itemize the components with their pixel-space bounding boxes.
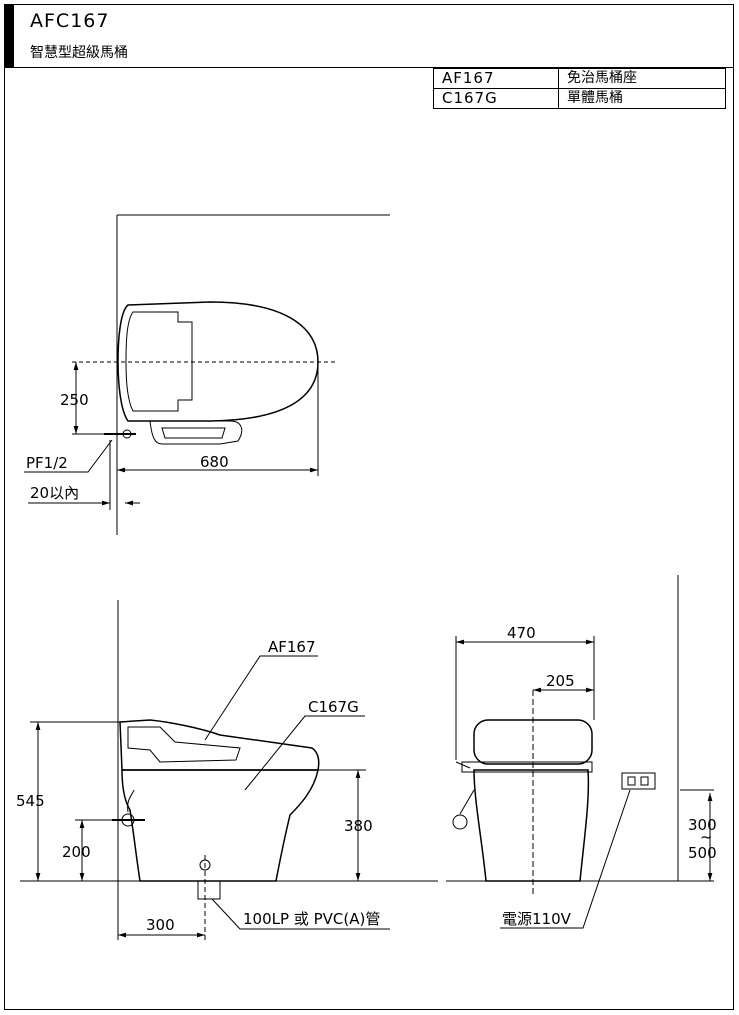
supply-valve — [122, 429, 132, 439]
bowl-leader — [244, 715, 365, 791]
dim-outlet-label: 500 — [688, 844, 717, 862]
dim-200-label: 200 — [62, 843, 91, 861]
front-bowl-outline — [473, 769, 590, 882]
power-outlet — [621, 772, 656, 790]
seat-outline — [117, 301, 319, 422]
part-description: 單體馬桶 — [558, 88, 726, 109]
bowl-outline — [121, 769, 319, 882]
dim-205-label: 205 — [546, 672, 575, 690]
front-seat-edge — [455, 761, 471, 769]
side-view-labels: 545 200 380 300 AF167 C167G 100LP 或 PVC(… — [16, 638, 380, 934]
seat-side-panel — [127, 726, 241, 763]
top-view — [24, 214, 390, 535]
title-block — [4, 4, 734, 68]
parts-row: AF167 免治馬桶座 — [433, 68, 726, 89]
dim-250-label: 250 — [60, 391, 89, 409]
drain-leader — [211, 898, 390, 930]
pipe-leader — [24, 439, 113, 473]
dim-380-label: 380 — [344, 817, 373, 835]
top-view-labels: 250 680 PF1/2 20以內 — [26, 391, 229, 502]
bowl-callout: C167G — [308, 698, 359, 716]
control-arm-inner — [161, 427, 226, 439]
part-code: C167G — [433, 88, 559, 109]
front-view — [446, 575, 714, 929]
seat-side-outline — [119, 719, 320, 771]
front-supply-hose — [459, 789, 475, 815]
drain-callout: 100LP 或 PVC(A)管 — [243, 910, 380, 928]
model-code: AFC167 — [30, 10, 110, 32]
dim-outlet-label: ~ — [700, 828, 713, 846]
parts-table: AF167 免治馬桶座 C167G 單體馬桶 — [433, 68, 726, 109]
drain-pipe — [197, 880, 221, 900]
seat-lid-panel — [125, 311, 193, 412]
power-callout: 電源110V — [502, 910, 572, 928]
seat-leader — [204, 655, 318, 741]
front-view-labels: 470 205 300 ~ 500 電源110V — [502, 624, 717, 928]
dim-470-label: 470 — [507, 624, 536, 642]
product-name: 智慧型超級馬桶 — [30, 45, 128, 61]
side-view — [20, 600, 438, 940]
title-accent-bar — [4, 4, 14, 68]
front-supply-valve — [452, 814, 468, 830]
outlet-socket — [640, 776, 649, 786]
dim-300-label: 300 — [146, 916, 175, 934]
dim-680-label: 680 — [200, 453, 229, 471]
dim-545-label: 545 — [16, 792, 45, 810]
parts-row: C167G 單體馬桶 — [433, 88, 726, 109]
seat-callout: AF167 — [268, 638, 316, 656]
supply-hose — [127, 789, 135, 813]
pipe-label: PF1/2 — [26, 454, 68, 472]
power-leader — [500, 789, 631, 929]
outlet-socket — [627, 776, 636, 786]
wall-offset-label: 20以內 — [30, 484, 79, 502]
control-arm — [149, 420, 243, 445]
drawing-frame — [4, 4, 734, 1010]
front-seat-base — [461, 761, 593, 773]
dim-outlet-label: 300 — [688, 816, 717, 834]
part-description: 免治馬桶座 — [558, 68, 726, 89]
